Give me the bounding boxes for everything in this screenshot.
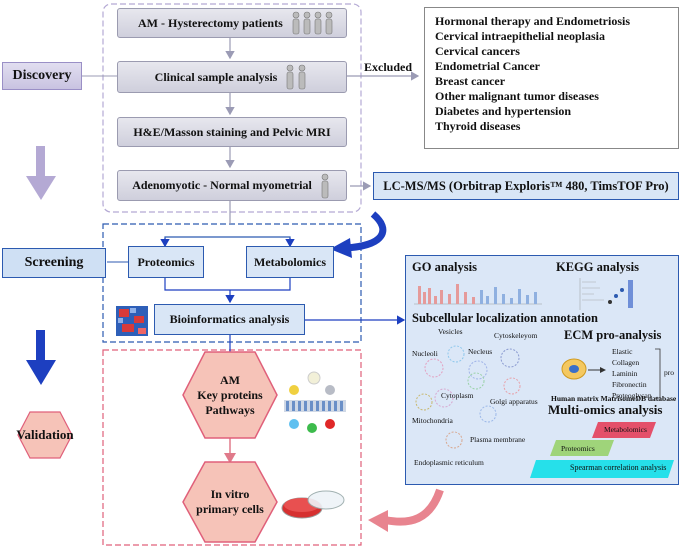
- ecm-bracket: [655, 348, 661, 399]
- metabolomics-box: Metabolomics: [246, 246, 334, 278]
- excluded-label: Excluded: [364, 60, 413, 74]
- label-er: Endoplasmic reticulum: [414, 458, 484, 467]
- label-nucleoli: Nucleoli: [412, 349, 438, 358]
- stage-validation: Validation: [16, 427, 74, 442]
- ecm-arrow: [588, 367, 606, 373]
- kegg-analysis-title: KEGG analysis: [556, 260, 640, 274]
- exclusion-item: Diabetes and hypertension: [435, 104, 572, 118]
- mo-metabolomics-label: Metabolomics: [604, 425, 647, 434]
- subcellular-title: Subcellular localization annotation: [412, 311, 598, 325]
- hex-line: Pathways: [205, 403, 255, 417]
- exclusion-item: Thyroid diseases: [435, 119, 521, 133]
- exclusion-item: Endometrial Cancer: [435, 59, 540, 73]
- stage-screening: Screening: [2, 248, 106, 278]
- ecm-list: Elastic Collagen Laminin Fibronectin Pro…: [612, 346, 652, 401]
- hex-line: AM: [220, 373, 240, 387]
- mo-proteomics-label: Proteomics: [561, 444, 595, 453]
- discovery-region: [102, 3, 362, 213]
- step-staining-mri: H&E/Masson staining and Pelvic MRI: [117, 117, 347, 147]
- matrisome-db-label: Human matrix MatrisomeDB database: [551, 394, 677, 403]
- step-adenomyotic-label: Adenomyotic - Normal myometrial: [132, 178, 312, 192]
- person-icon: [321, 173, 329, 198]
- membrane-molecules-icon: [284, 371, 346, 433]
- heatmap-icon: [116, 306, 148, 336]
- multiomics-title: Multi-omics analysis: [548, 402, 663, 417]
- key-proteins-hexagon: [182, 351, 278, 439]
- exclusion-criteria-box: Hormonal therapy and Endometriosis Cervi…: [424, 7, 679, 149]
- label-golgi: Golgi apparatus: [490, 397, 538, 406]
- ecm-title: ECM pro-analysis: [564, 328, 662, 342]
- label-mitochondria: Mitochondria: [412, 416, 453, 425]
- people-icon: [287, 64, 306, 90]
- label-cytoskeleton: Cytoskeleyom: [494, 331, 538, 340]
- exclusion-item: Cervical cancers: [435, 44, 520, 58]
- step-clinical-label: Clinical sample analysis: [154, 69, 278, 84]
- hex-line: Key proteins: [197, 388, 263, 402]
- go-chart-thumbnail: [414, 284, 542, 305]
- label-plasma-membrane: Plasma membrane: [470, 435, 526, 444]
- patients-icon: [292, 11, 333, 35]
- step-adenomyotic-normal: Adenomyotic - Normal myometrial: [117, 170, 347, 201]
- in-vitro-hexagon: [182, 461, 278, 543]
- label-vesicles: Vesicles: [438, 327, 463, 336]
- ecm-item: Proteoglycan: [612, 391, 652, 400]
- petri-dish-icon: [281, 490, 345, 519]
- step-hysterectomy-label: AM - Hysterectomy patients: [138, 15, 283, 30]
- step-hysterectomy-patients: AM - Hysterectomy patients: [117, 8, 347, 38]
- ecm-item: Collagen: [612, 358, 640, 367]
- exclusion-item: Hormonal therapy and Endometriosis: [435, 14, 631, 28]
- bioinformatics-box: Bioinformatics analysis: [154, 304, 305, 335]
- ecm-item: Fibronectin: [612, 380, 647, 389]
- ecm-item: Elastic: [612, 347, 633, 356]
- exclusion-item: Breast cancer: [435, 74, 506, 88]
- ecm-item: Laminin: [612, 369, 638, 378]
- step-clinical-sample-analysis: Clinical sample analysis: [117, 61, 347, 93]
- ecm-pro-label: pro: [664, 368, 674, 377]
- label-cytoplasm: Cytoplasm: [441, 391, 474, 400]
- key-proteins-label: AM Key proteins Pathways: [188, 373, 272, 418]
- proteomics-box: Proteomics: [128, 246, 204, 278]
- organelle-diagram: [415, 345, 521, 449]
- multiomics-diagram: [530, 422, 674, 478]
- exclusion-item: Cervical intraepithelial neoplasia: [435, 29, 605, 43]
- hex-line: primary cells: [196, 502, 264, 516]
- validation-region: [102, 349, 362, 546]
- cell-icon: [561, 358, 587, 380]
- in-vitro-label: In vitro primary cells: [188, 487, 272, 517]
- analysis-panel: GO analysis KEGG analysis Subcellular lo…: [405, 255, 679, 485]
- hex-line: In vitro: [210, 487, 250, 501]
- screening-region: [102, 223, 362, 343]
- validation-hexagon: [17, 411, 73, 459]
- mo-spearman-label: Spearman correlation analysis: [570, 463, 667, 472]
- stage-discovery: Discovery: [2, 62, 82, 90]
- lcms-box: LC-MS/MS (Orbitrap Exploris™ 480, TimsTO…: [373, 172, 679, 200]
- label-nucleus: Necleus: [468, 347, 493, 356]
- exclusion-item: Other malignant tumor diseases: [435, 89, 599, 103]
- kegg-chart-thumbnail: [579, 278, 633, 310]
- go-analysis-title: GO analysis: [412, 260, 477, 274]
